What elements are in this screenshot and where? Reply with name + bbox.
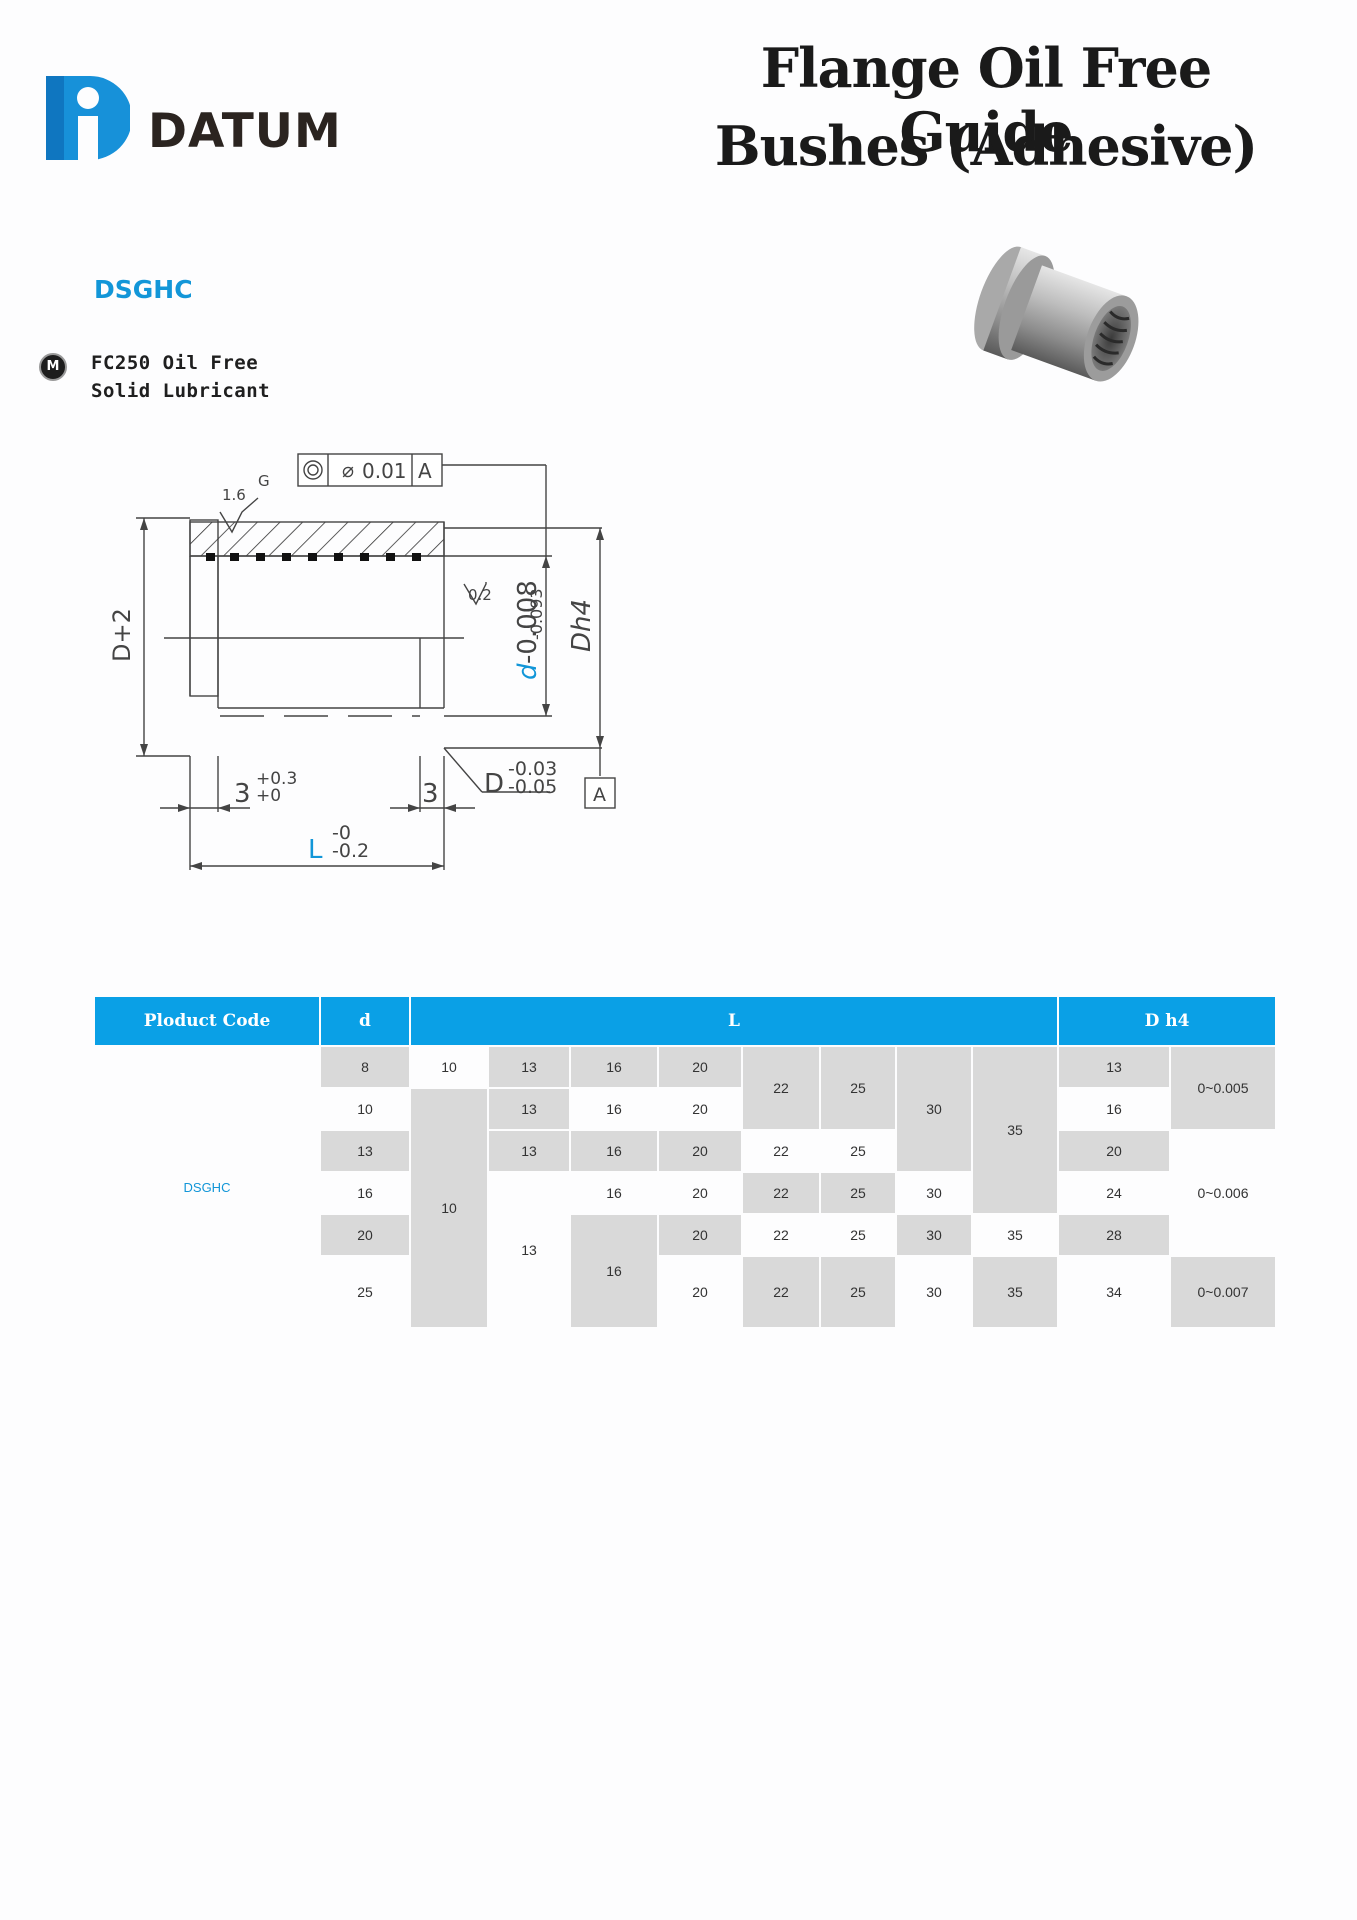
- L-cell: 16: [571, 1129, 657, 1171]
- D-cell: 16: [1059, 1087, 1169, 1129]
- L-cell: 25: [821, 1129, 895, 1171]
- dim-d: d: [513, 663, 543, 680]
- tolerance-cell: 0~0.006: [1171, 1129, 1275, 1255]
- dim-D-plus-2: D+2: [108, 608, 136, 662]
- concentricity-datum: A: [418, 459, 432, 483]
- table-row: 13 13 16 20 22 25 20 0~0.006: [95, 1129, 1275, 1201]
- material-line-2: Solid Lubricant: [91, 380, 271, 402]
- D-cell: 34: [1059, 1255, 1169, 1327]
- L-cell: 35: [973, 1255, 1057, 1327]
- d-cell: 10: [321, 1087, 409, 1129]
- d-cell: 16: [321, 1171, 409, 1213]
- dim-d-tol-upper: -0.008: [513, 580, 543, 664]
- svg-text:⌀: ⌀: [342, 458, 354, 482]
- L-cell: 35: [973, 1045, 1057, 1213]
- table-row: 25 20 22 25 30 35 34 0~0.007: [95, 1255, 1275, 1327]
- page-title-line-2: Bushes (Adhesive): [714, 114, 1258, 178]
- L-cell: 22: [743, 1213, 819, 1255]
- L-cell: 16: [571, 1045, 657, 1087]
- header-product-code: Ploduct Code: [95, 997, 319, 1045]
- header-d: d: [321, 997, 409, 1045]
- L-cell: 13: [489, 1087, 569, 1129]
- L-cell: 22: [743, 1255, 819, 1327]
- L-cell: 20: [659, 1129, 741, 1171]
- D-cell: 24: [1059, 1171, 1169, 1213]
- L-cell: 20: [659, 1255, 741, 1327]
- D-cell: 13: [1059, 1045, 1169, 1087]
- L-cell: 10: [411, 1045, 487, 1087]
- brand-name: DATUM: [148, 104, 342, 159]
- L-cell: 30: [897, 1255, 971, 1327]
- L-cell: 13: [489, 1129, 569, 1171]
- page-title-line-1: Flange Oil Free Guide: [760, 36, 1212, 164]
- concentricity-value: 0.01: [362, 459, 407, 483]
- L-cell: 30: [897, 1213, 971, 1255]
- table-row: 20 16 20 22 25 30 35 28: [95, 1213, 1275, 1327]
- d-cell: 13: [321, 1129, 409, 1171]
- d-cell: 8: [321, 1045, 409, 1087]
- series-code: DSGHC: [94, 275, 193, 304]
- datum-label: A: [593, 784, 606, 806]
- dim-flange: 3: [234, 779, 251, 809]
- L-cell: 13: [489, 1171, 569, 1327]
- header-Dh4: D h4: [1059, 997, 1275, 1045]
- material-line-1: FC250 Oil Free: [91, 352, 259, 374]
- dim-L-tol-upper: -0: [332, 822, 351, 844]
- D-cell: 28: [1059, 1213, 1169, 1255]
- L-cell: 13: [489, 1045, 569, 1087]
- dim-d-tol-lower: -0.093: [527, 588, 546, 640]
- d-cell: 20: [321, 1213, 409, 1255]
- dim-L: L: [308, 835, 323, 865]
- L-cell: 22: [743, 1045, 819, 1129]
- L-cell: 22: [743, 1171, 819, 1213]
- roughness-top-value: 1.6: [222, 486, 246, 504]
- bushing-product-image: [974, 246, 1139, 382]
- D-cell: 20: [1059, 1129, 1169, 1171]
- L-cell: 25: [821, 1255, 895, 1327]
- tolerance-cell: 0~0.007: [1171, 1255, 1275, 1327]
- L-cell: 16: [571, 1087, 657, 1129]
- datum-logo-icon: [46, 76, 130, 160]
- dim-Dh4: Dh4: [567, 599, 597, 652]
- d-cell: 25: [321, 1255, 409, 1327]
- product-code-cell: DSGHC: [95, 1045, 319, 1327]
- L-cell: 20: [659, 1171, 741, 1213]
- L-cell: 20: [659, 1045, 741, 1087]
- table-row: 10 10 13 16 20 16: [95, 1087, 1275, 1327]
- L-cell: 25: [821, 1171, 895, 1213]
- dim-flange-tol-upper: +0.3: [256, 769, 297, 789]
- L-cell: 20: [659, 1213, 741, 1255]
- table-row: DSGHC 8 10 13 16 20 22 25 30 35 13 0~0.0…: [95, 1045, 1275, 1213]
- L-cell: 25: [821, 1045, 895, 1129]
- dim-D-tol-upper: -0.03: [508, 758, 557, 780]
- L-cell: 22: [743, 1129, 819, 1171]
- header-L: L: [411, 997, 1057, 1045]
- dim-D-tol-lower: -0.05: [508, 776, 557, 798]
- L-cell: 30: [897, 1045, 971, 1171]
- dim-D: D: [484, 769, 504, 799]
- spec-table: Ploduct Code d L D h4 DSGHC 8 10 13 16 2…: [93, 997, 1277, 1327]
- material-badge-icon: M: [39, 353, 67, 381]
- L-cell: 30: [897, 1171, 971, 1213]
- L-cell: 35: [973, 1213, 1057, 1255]
- L-cell: 16: [571, 1171, 657, 1213]
- roughness-top-grade: G: [258, 472, 270, 490]
- L-cell: 16: [571, 1213, 657, 1327]
- L-cell: 10: [411, 1087, 487, 1327]
- technical-drawing: ⌀ 0.01 A 1.6 G 0.2 D+2 d -0.008 -0.093 D…: [108, 453, 616, 870]
- roughness-bore-value: 0.2: [468, 586, 492, 604]
- L-cell: 20: [659, 1087, 741, 1129]
- L-cell: 25: [821, 1213, 895, 1255]
- dim-L-tol-lower: -0.2: [332, 840, 369, 862]
- table-row: 16 13 16 20 22 25 30 24: [95, 1171, 1275, 1258]
- dim-end: 3: [422, 779, 439, 809]
- dim-flange-tol-lower: +0: [256, 786, 281, 806]
- tolerance-cell: 0~0.005: [1171, 1045, 1275, 1129]
